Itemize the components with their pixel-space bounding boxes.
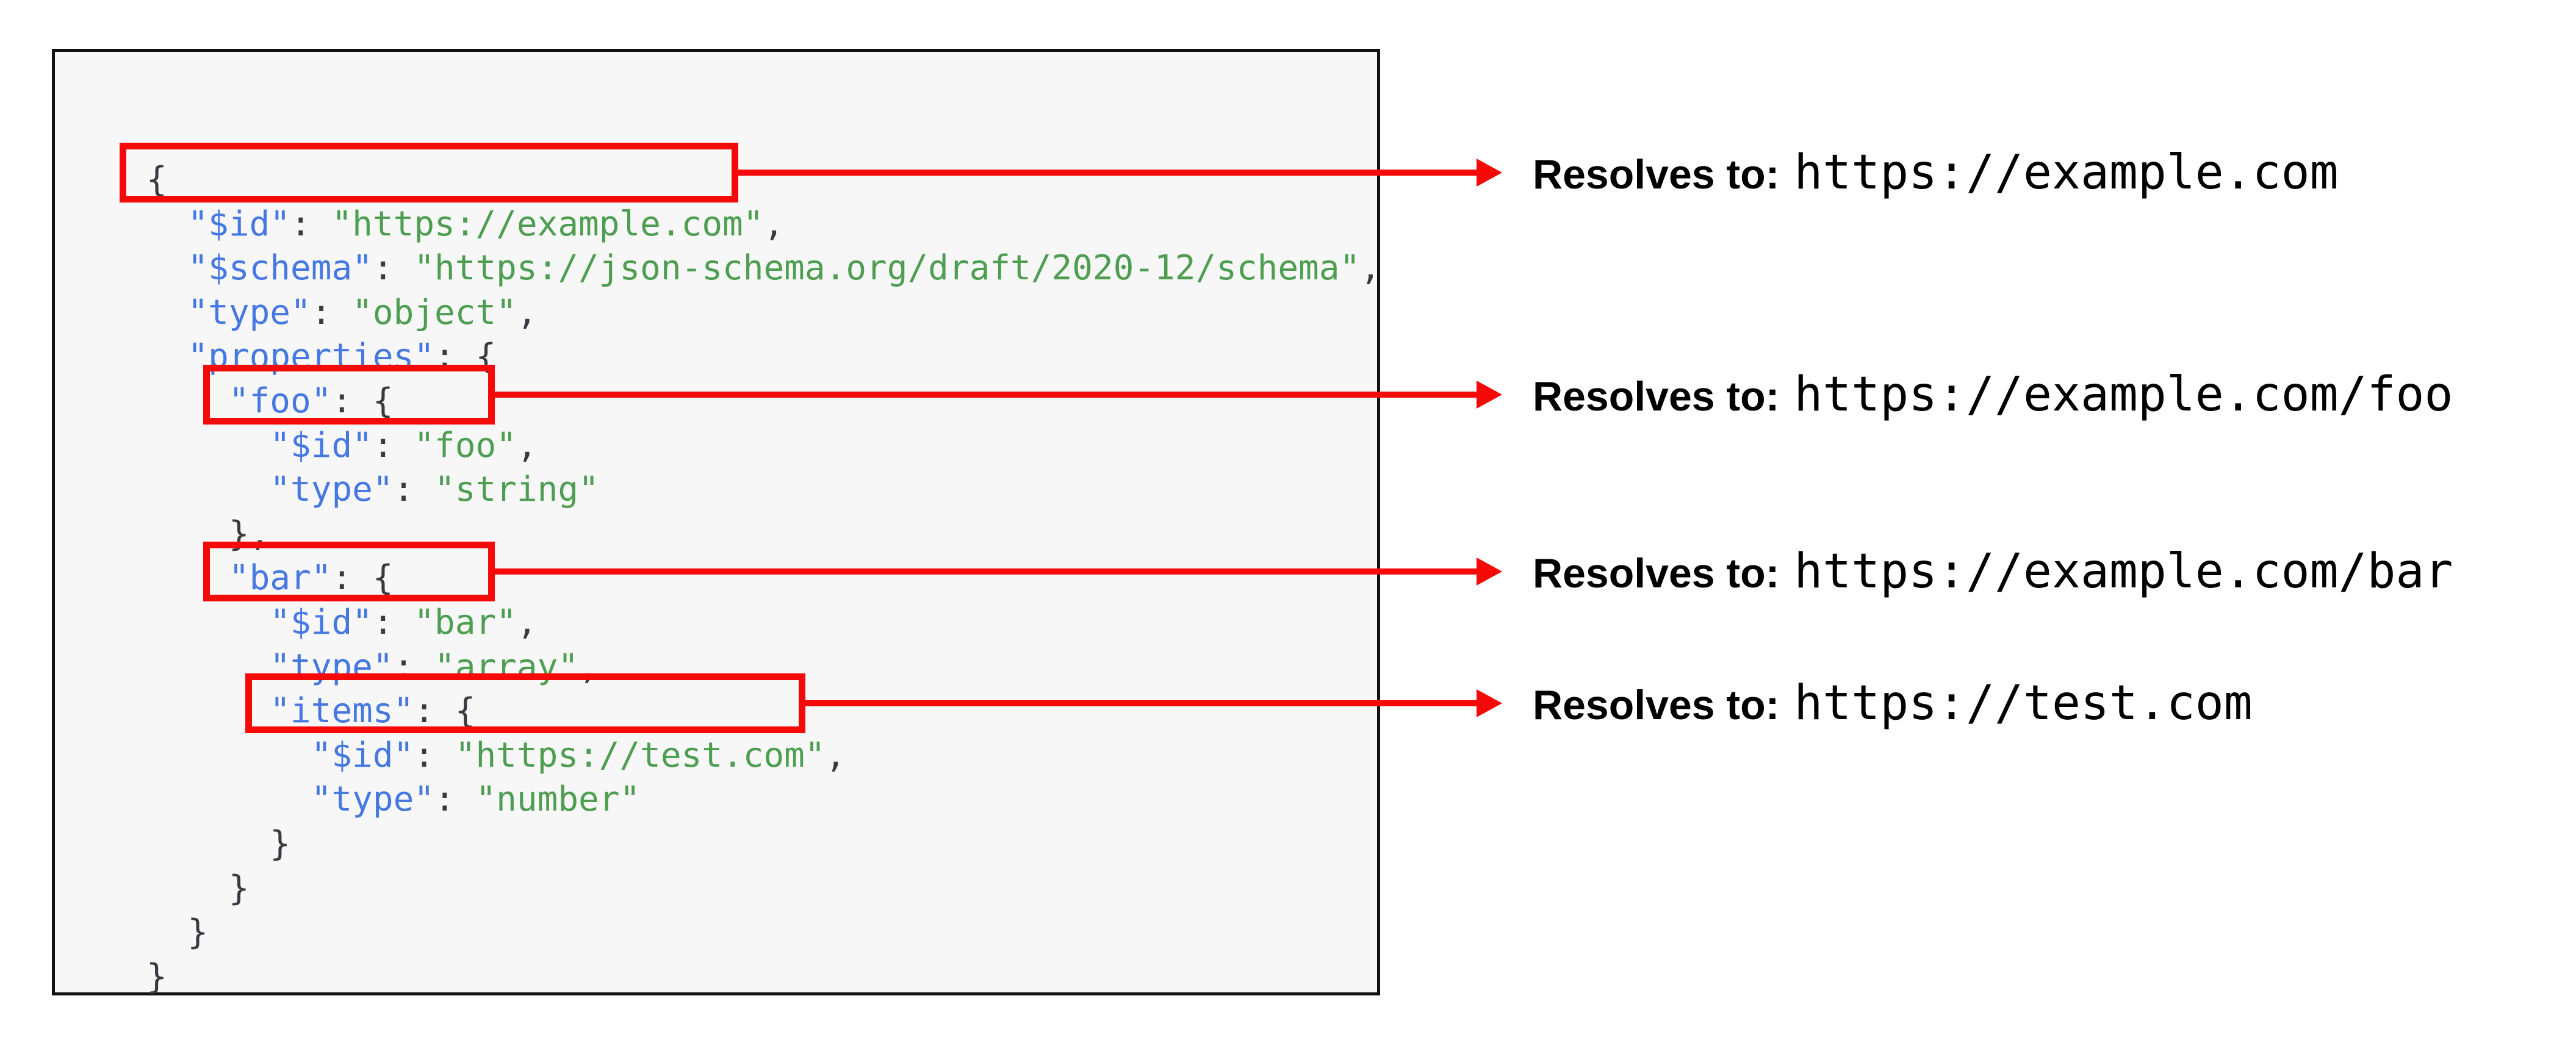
code-line: "$id": "https://test.com", xyxy=(311,735,846,775)
annotation-row: Resolves to: https://example.com/foo xyxy=(1533,367,2453,422)
code-line: "$id": "foo", xyxy=(270,425,538,465)
annotation-row: Resolves to: https://test.com xyxy=(1533,676,2253,731)
json-code: { "$id": "https://example.com", "$schema… xyxy=(146,158,1381,999)
highlight-box-bar-id xyxy=(203,542,495,601)
resolves-label: Resolves to: xyxy=(1533,373,1780,420)
code-line: "type": "string" xyxy=(270,470,599,510)
arrow-head-icon xyxy=(1477,557,1502,586)
arrow-head-icon xyxy=(1477,159,1502,187)
annotation-row: Resolves to: https://example.com/bar xyxy=(1533,544,2453,599)
highlight-box-test-id xyxy=(245,673,805,733)
resolved-url: https://example.com xyxy=(1794,145,2339,200)
highlight-box-root-id xyxy=(120,143,738,203)
arrow-head-icon xyxy=(1477,381,1502,409)
code-line: "$schema": "https://json-schema.org/draf… xyxy=(187,248,1381,289)
code-line: "$id": "https://example.com", xyxy=(187,204,785,244)
annotation-row: Resolves to: https://example.com xyxy=(1533,145,2339,200)
resolved-url: https://example.com/bar xyxy=(1794,544,2453,599)
resolves-label: Resolves to: xyxy=(1533,151,1780,198)
arrow-line-3 xyxy=(495,568,1477,575)
code-line: { xyxy=(146,160,167,199)
code-line: } xyxy=(146,868,250,908)
resolves-label: Resolves to: xyxy=(1533,550,1780,597)
resolves-label: Resolves to: xyxy=(1533,682,1780,728)
code-line: } xyxy=(146,823,291,864)
resolved-url: https://test.com xyxy=(1794,676,2253,731)
arrow-head-icon xyxy=(1477,689,1502,717)
code-line: "bar": { xyxy=(228,558,394,598)
code-line: "$id": "bar", xyxy=(270,602,538,642)
arrow-line-2 xyxy=(495,392,1477,398)
code-line: "type": "number" xyxy=(311,780,641,820)
code-line: } xyxy=(146,956,167,997)
code-line: "type": "object", xyxy=(187,292,538,332)
highlight-box-foo-id xyxy=(203,365,495,425)
code-line: "items": { xyxy=(270,691,476,731)
code-line: } xyxy=(146,912,209,953)
arrow-line-4 xyxy=(805,700,1477,706)
code-line: "foo": { xyxy=(228,381,394,421)
arrow-line-1 xyxy=(738,170,1477,176)
resolved-url: https://example.com/foo xyxy=(1794,367,2453,422)
json-code-panel: { "$id": "https://example.com", "$schema… xyxy=(52,49,1381,997)
